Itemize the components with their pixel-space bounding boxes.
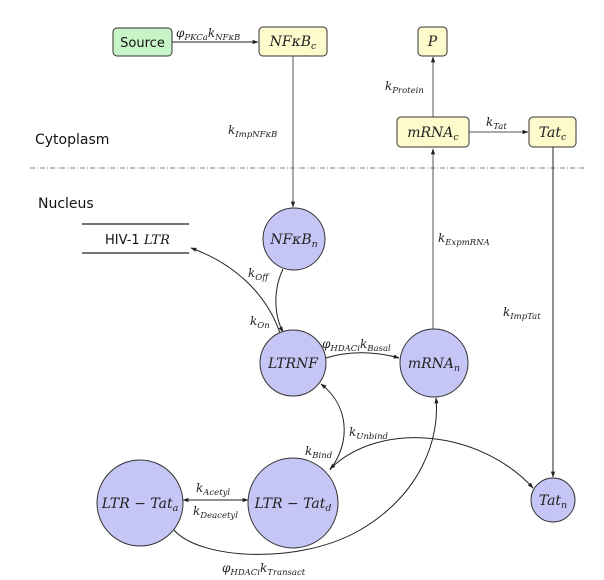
edge-label-on: kOn — [250, 314, 270, 331]
node-tat-c: Tatc — [528, 116, 577, 148]
node-ltr-tat-a: LTR − Tata — [96, 459, 184, 547]
ltrnf-circle — [259, 329, 327, 397]
node-nfkb-n: NFκBn — [262, 207, 326, 271]
node-mrna-n: mRNAn — [399, 328, 469, 398]
edge-bind-tat-n-ltr-tat-d — [329, 437, 534, 489]
edge-unbind-to-ltrnf — [320, 383, 345, 471]
edge-transact-to-mrna-n — [173, 397, 439, 555]
nfkb-c-box — [258, 26, 328, 57]
edge-label-deacetyl: kDeacetyl — [193, 504, 238, 521]
source-label: Source — [120, 36, 165, 51]
edge-label-exp-mrna: kExpmRNA — [438, 231, 490, 248]
ltr-tat-d-circle — [247, 457, 339, 549]
ltr-tat-a-label: LTR − Tata — [101, 496, 179, 514]
node-source: Source — [112, 27, 173, 57]
edge-label-source-nfkb: φPKCakNFκB — [176, 26, 240, 43]
mrna-n-circle — [399, 328, 469, 398]
edge-nfkb-on-to-ltrnf — [275, 268, 284, 333]
tat-n-label: Tatn — [539, 493, 567, 511]
edge-label-tat: kTat — [486, 115, 507, 132]
hiv-ltr-label: HIV-1 LTR — [105, 233, 170, 248]
mrna-c-label: mRNAc — [407, 125, 459, 143]
mrna-c-box — [396, 116, 470, 148]
edge-label-imp-nfkb: kImpNFκB — [228, 123, 277, 140]
node-tat-n: Tatn — [530, 477, 576, 523]
node-hiv-ltr: HIV-1 LTR — [82, 223, 189, 254]
edge-label-bind: kBind — [305, 444, 333, 461]
edge-label-off: kOff — [248, 266, 270, 283]
mrna-n-label: mRNAn — [408, 356, 460, 374]
tat-c-label: Tatc — [539, 125, 567, 143]
edge-ltrnf-to-mrna-n — [325, 352, 400, 359]
nfkb-n-label: NFκBn — [269, 232, 318, 250]
node-ltr-tat-d: LTR − Tatd — [247, 457, 339, 549]
cytoplasm-label: Cytoplasm — [35, 132, 109, 148]
ltr-tat-d-label: LTR − Tatd — [254, 496, 332, 514]
edge-label-protein: kProtein — [385, 79, 424, 96]
node-mrna-c: mRNAc — [396, 116, 470, 148]
tat-c-box — [528, 116, 577, 148]
p-box — [417, 26, 448, 57]
ltrnf-label: LTRNF — [267, 356, 319, 372]
source-box — [112, 27, 173, 57]
node-nfkb-c: NFκBc — [258, 26, 328, 57]
node-p: P — [417, 26, 448, 57]
p-label: P — [427, 34, 438, 50]
edge-label-transact: φHDACikTransact — [222, 561, 306, 578]
edge-label-unbind: kUnbind — [349, 425, 389, 442]
node-ltrnf: LTRNF — [259, 329, 327, 397]
edge-ltrnf-off-to-ltr — [190, 247, 281, 334]
nfkb-n-circle — [262, 207, 326, 271]
edge-label-imp-tat: kImpTat — [503, 305, 541, 322]
ltr-tat-a-circle — [96, 459, 184, 547]
nfkb-c-label: NFκBc — [269, 34, 317, 52]
tat-n-circle — [530, 477, 576, 523]
nucleus-label: Nucleus — [38, 196, 94, 212]
edge-label-basal: φHDACikBasal — [322, 337, 391, 354]
edge-label-acetyl: kAcetyl — [196, 481, 230, 498]
